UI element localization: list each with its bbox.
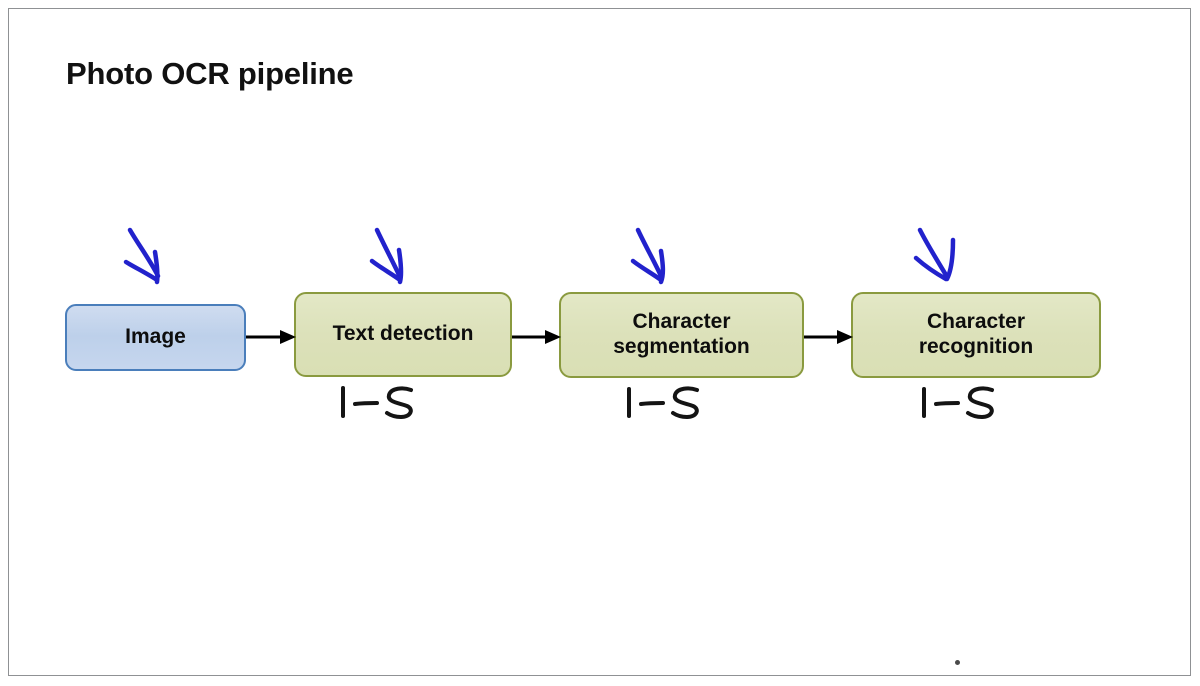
- pipeline-node-character-recognition-label: Character recognition: [919, 310, 1033, 360]
- connector-arrow-text-detection-to-character-segmentation: [512, 327, 561, 347]
- ink-arrow-down-text-detection: [369, 224, 433, 292]
- connector-arrow-character-segmentation-to-character-recognition: [804, 327, 853, 347]
- char-rec-line-2: recognition: [918, 335, 1034, 358]
- cursor-dot: [955, 660, 960, 665]
- pipeline-node-character-recognition[interactable]: Character recognition: [851, 292, 1101, 378]
- char-seg-line-1: Character: [632, 310, 731, 334]
- pipeline-node-image[interactable]: Image: [65, 304, 246, 371]
- ink-arrow-down-character-segmentation: [630, 224, 693, 292]
- ink-note-text-detection: 1-5: [329, 382, 439, 424]
- pipeline-node-text-detection[interactable]: Text detection: [294, 292, 512, 377]
- ink-arrow-down-character-recognition: [913, 224, 977, 292]
- page-title-text: Photo OCR pipeline: [66, 56, 354, 91]
- char-rec-line-1: Character: [926, 310, 1026, 334]
- char-seg-line-2: segmentation: [613, 335, 750, 358]
- pipeline-node-character-segmentation-label: Character segmentation: [613, 310, 750, 360]
- pipeline-node-text-detection-label: Text detection: [332, 322, 474, 346]
- page-title: Photo OCR pipeline: [66, 56, 354, 92]
- pipeline-node-image-label: Image: [125, 325, 186, 349]
- ink-arrow-down-image: [123, 224, 186, 292]
- ink-note-character-recognition: 1-5: [908, 382, 1018, 424]
- pipeline-node-character-segmentation[interactable]: Character segmentation: [559, 292, 804, 378]
- ink-note-character-segmentation: 1-5: [614, 382, 724, 424]
- connector-arrow-image-to-text-detection: [246, 327, 296, 347]
